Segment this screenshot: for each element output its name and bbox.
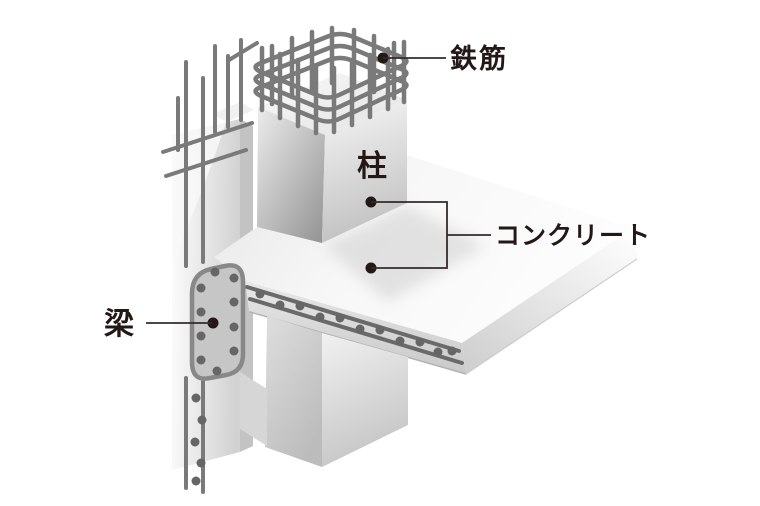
labels: 鉄筋 柱 コンクリート 梁 [104, 43, 651, 341]
column-right-face [322, 100, 407, 243]
slab-front-right-face [462, 228, 637, 374]
wall-rebar-cross-2 [164, 148, 248, 178]
beam-rebar-dots [196, 267, 239, 376]
wall-rebar [161, 38, 259, 494]
slab-bottom-edge-right [465, 258, 638, 375]
rebar-cage-hoops [253, 31, 409, 124]
slab-shadow-under-column [324, 206, 486, 302]
slab-rebar-dots [255, 289, 457, 357]
label-rebar: 鉄筋 [450, 43, 508, 74]
beam-side-face-below-slab [240, 372, 267, 446]
rebar-cage [253, 25, 409, 136]
beam-leader-dot [207, 317, 219, 329]
label-column: 柱 [357, 150, 387, 183]
lower-column-right-face [322, 333, 408, 467]
label-beam: 梁 [104, 308, 134, 341]
column-lower [240, 316, 408, 467]
wall-rebar-diagonal [227, 41, 259, 62]
slab-rebar [245, 285, 464, 365]
wall-rebar-dots [190, 393, 207, 486]
wall-rebar-cross-1 [161, 121, 254, 154]
label-concrete: コンクリート [495, 222, 651, 250]
column-left-face [257, 107, 325, 243]
wall-top-face [212, 102, 254, 122]
annotations [146, 52, 491, 329]
lower-column-left-face [265, 316, 322, 467]
